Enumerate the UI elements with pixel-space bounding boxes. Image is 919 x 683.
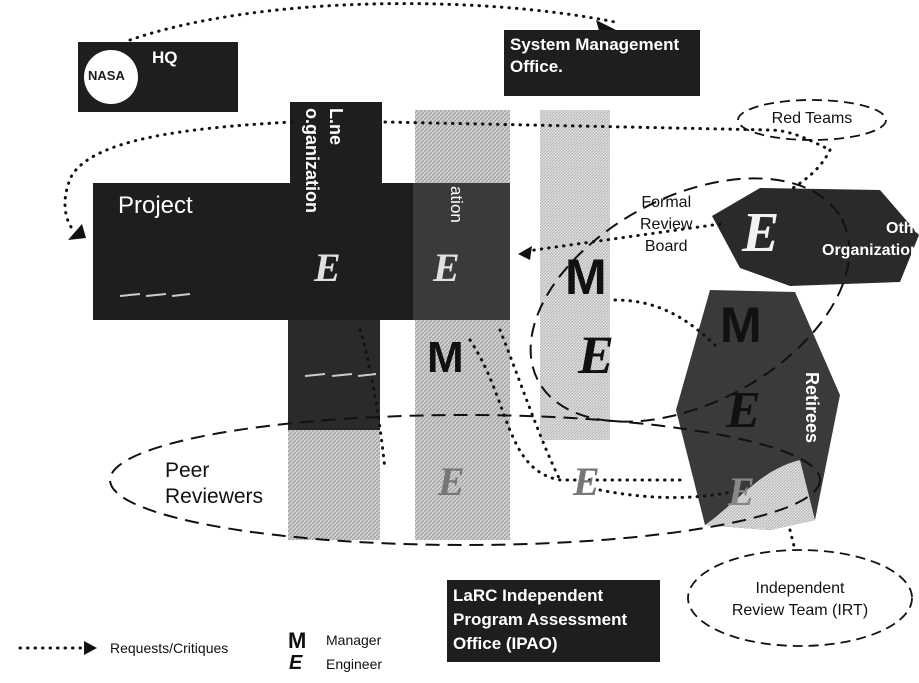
project-label: Project [118, 192, 193, 219]
irt-label: Independent Review Team (IRT) [731, 580, 869, 619]
project-arrowhead [68, 224, 86, 240]
irt-oval [687, 549, 913, 647]
m-to-retirees-dots [613, 298, 722, 352]
engineer-glyph-other: E [742, 202, 780, 264]
engineer-glyph-lineorg: E [314, 245, 341, 290]
other-orgs-shape [712, 188, 919, 286]
lineorg-dashes [304, 373, 377, 377]
engineer-glyph-retirees: E [726, 382, 761, 439]
engineer-glyph-column: E [433, 245, 460, 290]
top-dotted-line [383, 120, 832, 152]
redteams-dots [788, 148, 832, 192]
legend-engineer-label: Engineer [326, 656, 383, 672]
formal-review-ellipse [529, 177, 851, 423]
manager-glyph-retirees: M [720, 297, 762, 353]
manager-glyph-center: M [565, 249, 607, 305]
m-to-e-dots [468, 338, 682, 482]
ipao-label: LaRC Independent Program Assessment Offi… [453, 586, 628, 653]
org-column-lighter [540, 110, 610, 440]
line-org-label: L.ne o.ganization [302, 108, 346, 213]
org-label: ation [447, 186, 466, 223]
legend-requests-label: Requests/Critiques [110, 640, 229, 656]
nasa-logo: NASA [84, 50, 138, 104]
line-org-bottom [288, 430, 380, 540]
peer-reviewers-label: Peer Reviewers [165, 459, 264, 508]
line-org-top [290, 102, 382, 184]
manager-glyph-column: M [427, 333, 464, 382]
project-dashes [119, 293, 191, 297]
legend-manager-icon: M [288, 628, 307, 653]
smo-box: System Management Office. [504, 30, 700, 96]
legend-manager-label: Manager [326, 632, 382, 648]
org-column-light [415, 110, 510, 540]
peer-reviewers-ellipse [109, 414, 821, 546]
ipao-box: LaRC Independent Program Assessment Offi… [447, 580, 660, 662]
retirees-label: Retirees [802, 372, 822, 444]
engineer-glyph-peer3: E [728, 469, 755, 514]
hq-box: NASA HQ [78, 42, 238, 112]
formal-review-arrowhead [518, 246, 532, 260]
other-orgs-label: Other Organizations [822, 220, 919, 259]
red-teams-label: Red Teams [771, 110, 853, 127]
nasa-logo-text: NASA [88, 68, 125, 83]
legend-arrowhead [84, 641, 97, 655]
hq-label: HQ [152, 48, 178, 67]
smo-label: System Management Office. [510, 35, 680, 76]
formal-review-label: Formal Review Board [640, 194, 693, 255]
m-to-e2-dots [498, 328, 562, 482]
lineorg-to-project-arrow [63, 120, 294, 234]
org-column-dark [413, 183, 510, 320]
engineer-glyph-peer1: E [438, 459, 465, 504]
irt-dots [788, 528, 797, 552]
peer-dots [598, 488, 742, 499]
retirees-light [705, 460, 815, 530]
red-teams-oval [737, 99, 887, 141]
engineer-glyph-peer2: E [573, 459, 600, 504]
legend-engineer-icon: E [289, 652, 303, 674]
hq-to-smo-arrow [128, 2, 617, 42]
engineer-glyph-center: E [578, 325, 615, 385]
